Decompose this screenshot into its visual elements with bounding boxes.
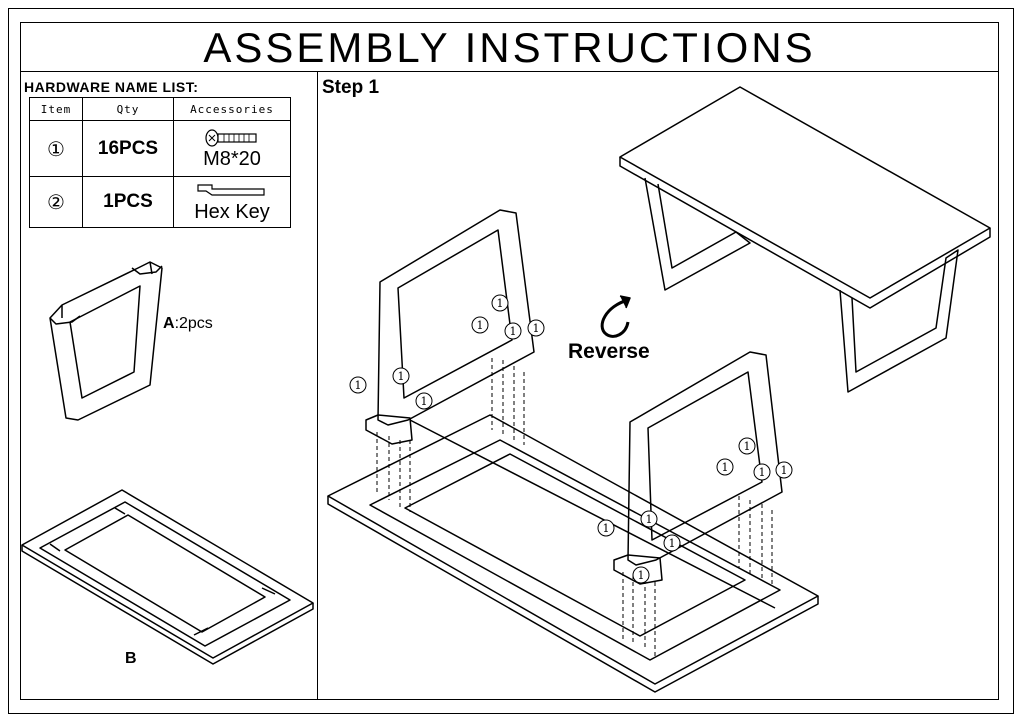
bolt-callout-circle	[392, 367, 410, 385]
reverse-arrow-icon	[600, 295, 631, 338]
bolt-callout-number: 1	[781, 464, 788, 477]
bolt-callout-number: 1	[759, 466, 766, 479]
hardware-panel	[20, 72, 318, 700]
bolt-callout-number: 1	[510, 325, 517, 338]
accessory-name: M8*20	[203, 148, 261, 170]
bolt-callout-circle	[738, 437, 756, 455]
hardware-list-heading: HARDWARE NAME LIST:	[24, 79, 199, 95]
step-label: Step 1	[322, 77, 380, 98]
bolt-callout-circle	[491, 294, 509, 312]
step-table-top	[327, 414, 819, 693]
bolt-callout-circle	[716, 458, 734, 476]
alignment-lines	[376, 358, 773, 656]
part-b-label: B	[125, 650, 137, 667]
page-title: ASSEMBLY INSTRUCTIONS	[203, 24, 816, 71]
accessory-cell: Hex Key	[173, 176, 291, 228]
step-panel	[318, 72, 999, 700]
bolt-callout-number: 1	[497, 297, 504, 310]
item-number: ②	[29, 176, 83, 228]
hardware-table: Item Qty Accessories ① 16PCS M8*20 ② 1PC…	[29, 97, 291, 228]
bolt-callout-number: 1	[533, 322, 540, 335]
bolt-callout-number: 1	[477, 319, 484, 332]
bolt-callout-circle	[349, 376, 367, 394]
bolt-callout-number: 1	[646, 513, 653, 526]
page-frame	[8, 8, 1014, 714]
title-bar: ASSEMBLY INSTRUCTIONS	[20, 22, 999, 72]
item-qty: 16PCS	[82, 120, 174, 177]
bolt-callout-circle	[415, 392, 433, 410]
table-row: ① 16PCS M8*20	[29, 120, 291, 177]
bolt-callout-circle	[640, 510, 658, 528]
completed-table	[619, 86, 991, 393]
hex-key-icon	[197, 184, 265, 196]
bolt-callout-number: 1	[398, 370, 405, 383]
bolt-callout-circle	[663, 534, 681, 552]
step-left-leg	[365, 209, 535, 445]
part-a-letter: A	[163, 315, 175, 332]
column-header-item: Item	[29, 97, 83, 121]
table-row: ② 1PCS Hex Key	[29, 176, 291, 228]
bolt-callout-number: 1	[355, 379, 362, 392]
part-a-qty: :2pcs	[174, 315, 213, 332]
step-right-leg	[613, 351, 783, 585]
accessory-cell: M8*20	[173, 120, 291, 177]
bolt-callout-number: 1	[744, 440, 751, 453]
part-a-leg-frame	[49, 261, 163, 421]
part-a-label: A:2pcs	[163, 315, 213, 333]
accessory-name: Hex Key	[194, 201, 270, 223]
step-rail	[409, 419, 776, 609]
bolt-icon	[205, 129, 257, 147]
bolt-callout-number: 1	[638, 569, 645, 582]
bolt-callout-circle	[471, 316, 489, 334]
bolt-callout-circle	[775, 461, 793, 479]
bolt-callout-circle	[527, 319, 545, 337]
bolt-callout-circle	[597, 519, 615, 537]
item-number: ①	[29, 120, 83, 177]
bolt-callout-number: 1	[722, 461, 729, 474]
bolt-callout-number: 1	[669, 537, 676, 550]
bolt-callout-circle	[504, 322, 522, 340]
bolt-callout-circle	[753, 463, 771, 481]
bolt-callout-number: 1	[421, 395, 428, 408]
part-b-table-top	[21, 489, 314, 665]
column-header-qty: Qty	[82, 97, 174, 121]
bolt-callout-number: 1	[603, 522, 610, 535]
bolt-callout-circle	[632, 566, 650, 584]
reverse-label: Reverse	[568, 340, 650, 363]
